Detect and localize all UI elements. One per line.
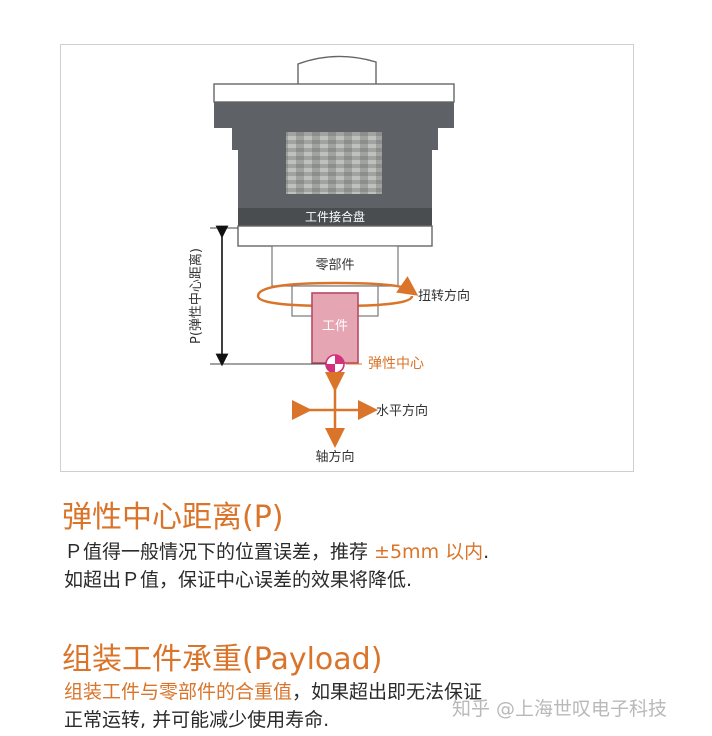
- lower-plate: [237, 225, 433, 247]
- watermark: 知乎 @上海世叹电子科技: [452, 698, 668, 720]
- shaft: [297, 55, 377, 87]
- blurred-label: [286, 132, 382, 194]
- elastic-center-label: 弹性中心: [368, 356, 424, 372]
- torsion-arc-back: [256, 276, 419, 297]
- compliance-unit-diagram: 工件接合盘 零部件 工件 弹性中心 扭转方向 P(弹性中心距离) 水平方向 轴方…: [188, 55, 470, 465]
- top-flange: [213, 83, 455, 103]
- axial-label: 轴方向: [315, 449, 354, 465]
- section1-line1: Ｐ值得一般情况下的位置误差，推荐 ±5mm 以内.: [64, 538, 489, 566]
- section1-line1-prefix: Ｐ值得一般情况下的位置误差，推荐: [64, 541, 375, 563]
- section1-line1-suffix: .: [483, 541, 490, 563]
- section1-line2: 如超出Ｐ值，保证中心误差的效果将降低.: [64, 569, 413, 591]
- workpiece-label: 工件: [322, 319, 348, 334]
- section2-title: 组装工件承重(Payload): [62, 642, 383, 677]
- torsion-label: 扭转方向: [418, 288, 470, 304]
- workpiece: [311, 292, 359, 364]
- section2-line1-suffix: ，如果超出即无法保证: [292, 681, 483, 703]
- mount-plate-label: 工件接合盘: [305, 209, 365, 224]
- part-block: [271, 245, 399, 287]
- part-label: 零部件: [315, 258, 354, 273]
- p-label: P(弹性中心距离): [188, 248, 204, 344]
- section1-title: 弹性中心距离(P): [62, 500, 284, 535]
- section2-line1-highlight: 组装工件与零部件的合重值: [64, 681, 293, 703]
- horizontal-label: 水平方向: [376, 403, 428, 419]
- section2-line2: 正常运转, 并可能减少使用寿命.: [64, 709, 330, 731]
- mount-plate: [238, 208, 432, 226]
- section2-line1: 组装工件与零部件的合重值，如果超出即无法保证: [64, 678, 482, 706]
- section1-line1-highlight: ±5mm 以内: [374, 541, 484, 563]
